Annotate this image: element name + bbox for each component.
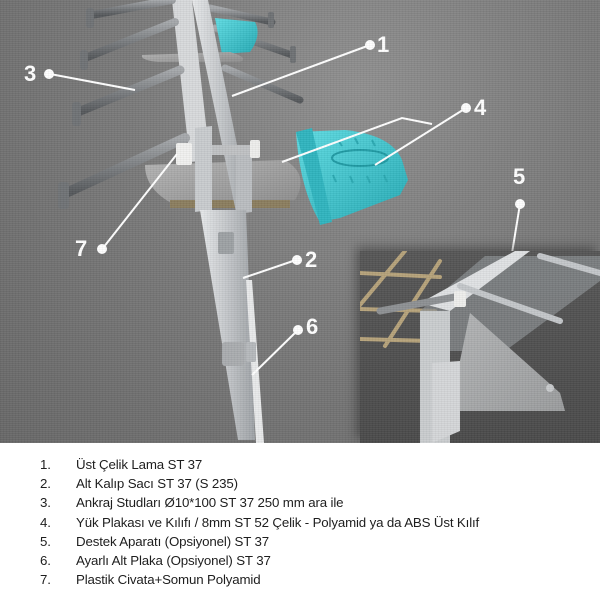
legend-item: 3. Ankraj Studları Ø10*100 ST 37 250 mm a… xyxy=(40,493,600,512)
legend-item: 6. Ayarlı Alt Plaka (Opsiyonel) ST 37 xyxy=(40,551,600,570)
plastic-bolt-nut xyxy=(176,140,260,165)
legend-text: Ayarlı Alt Plaka (Opsiyonel) ST 37 xyxy=(76,553,271,569)
legend-text: Ankraj Studları Ø10*100 ST 37 250 mm ara… xyxy=(76,495,344,511)
legend-text: Plastik Civata+Somun Polyamid xyxy=(76,572,261,588)
product-illustration: 1 2 3 4 5 6 7 xyxy=(0,0,600,443)
callout-5: 5 xyxy=(513,164,526,189)
callout-1: 1 xyxy=(377,32,390,57)
legend-number: 2. xyxy=(40,476,51,492)
support-bracket-inset xyxy=(360,251,600,443)
callout-3: 3 xyxy=(24,61,37,86)
callout-dots xyxy=(44,40,525,335)
legend-item: 7. Plastik Civata+Somun Polyamid xyxy=(40,570,600,589)
parts-legend: 1. Üst Çelik Lama ST 37 2. Alt Kalıp Sacı … xyxy=(40,455,600,589)
legend-item: 2. Alt Kalıp Sacı ST 37 (S 235) xyxy=(40,474,600,493)
legend-number: 7. xyxy=(40,572,51,588)
legend-number: 5. xyxy=(40,533,51,549)
legend-item: 4. Yük Plakası ve Kılıfı / 8mm ST 52 Çeli… xyxy=(40,513,600,532)
top-steel-strip xyxy=(172,0,252,214)
legend-text: Yük Plakası ve Kılıfı / 8mm ST 52 Çelik … xyxy=(76,514,480,530)
legend-item: 5. Destek Aparatı (Opsiyonel) ST 37 xyxy=(40,532,600,551)
callout-2: 2 xyxy=(305,247,318,272)
legend-text: Destek Aparatı (Opsiyonel) ST 37 xyxy=(76,533,270,549)
support-bracket-render xyxy=(360,251,600,443)
callout-4: 4 xyxy=(474,95,487,120)
plastic-cover-back xyxy=(215,18,258,54)
callout-6: 6 xyxy=(306,314,319,339)
legend-number: 6. xyxy=(40,553,51,569)
bottom-form-sheet xyxy=(200,210,264,443)
callout-7: 7 xyxy=(75,236,88,261)
legend-number: 1. xyxy=(40,457,51,472)
dowel-assembly-render xyxy=(44,0,525,443)
legend-number: 4. xyxy=(40,514,51,530)
legend-item: 1. Üst Çelik Lama ST 37 xyxy=(40,455,600,474)
legend-number: 3. xyxy=(40,495,51,511)
anchor-studs-front xyxy=(58,0,190,209)
legend-text: Üst Çelik Lama ST 37 xyxy=(76,457,203,472)
load-plate-sleeve xyxy=(296,128,408,225)
legend-text: Alt Kalıp Sacı ST 37 (S 235) xyxy=(76,476,238,492)
